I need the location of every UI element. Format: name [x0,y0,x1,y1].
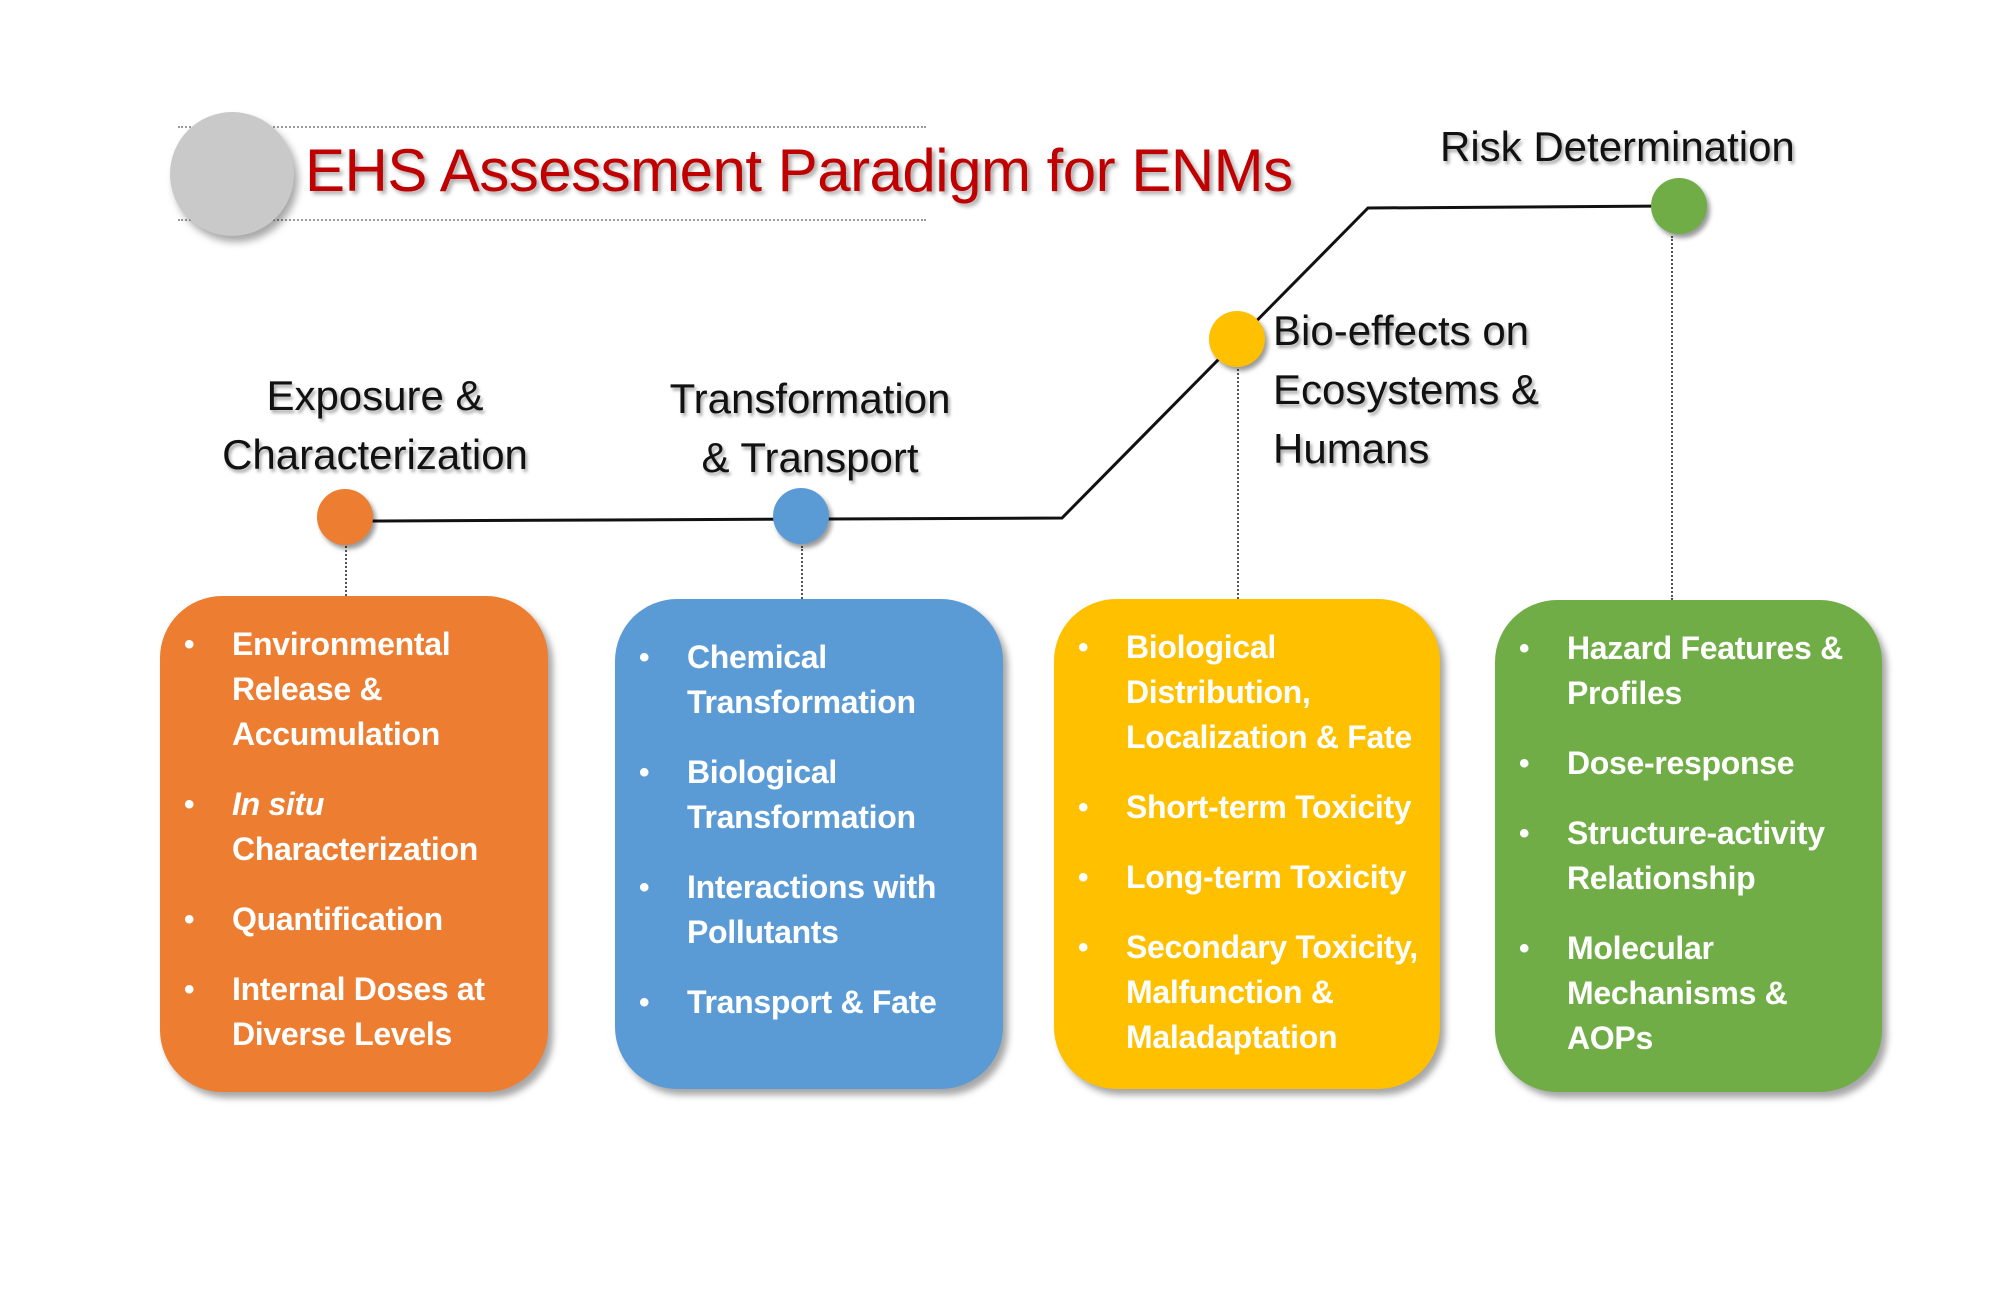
bullet-list: • Environmental Release & Accumulation • In… [160,622,532,1057]
item-text: Short-term Toxicity [1126,789,1412,825]
item-text: Biological Transformation [687,754,916,835]
stage-dot-exposure [317,489,373,545]
item-text: Quantification [232,901,443,937]
stage-label-risk: Risk Determination [1440,117,1795,176]
stage-label-transformation: Transformation & Transport [670,369,951,487]
bullet-icon: • [1078,791,1089,824]
item-text: Dose-response [1567,745,1795,781]
bullet-icon: • [184,628,195,661]
stage-label-exposure: Exposure & Characterization [222,366,528,484]
page-title: EHS Assessment Paradigm for ENMs [305,137,1293,204]
item-text: Characterization [232,831,478,867]
list-item: • Interactions with Pollutants [615,865,987,955]
item-text: Environmental Release & Accumulation [232,626,451,752]
bullet-icon: • [639,986,650,1019]
stage-label-line: & Transport [701,434,919,481]
stage-label-bioeffects: Bio-effects on Ecosystems & Humans [1273,301,1539,478]
list-item: • Biological Transformation [615,750,987,840]
bullet-icon: • [1078,631,1089,664]
item-text: Interactions with Pollutants [687,869,937,950]
stage-label-line: Humans [1273,425,1430,472]
stage-label-line: Exposure & [266,372,484,419]
list-item: • Chemical Transformation [615,635,987,725]
item-text: Hazard Features & Profiles [1567,630,1843,711]
title-rule-top [178,126,926,128]
stage-box-transformation: • Chemical Transformation • Biological Tran… [615,599,1003,1089]
bullet-icon: • [1519,747,1530,780]
item-text: Structure-activity Relationship [1567,815,1825,896]
list-item: • Biological Distribution, Localization &… [1054,625,1424,760]
item-text: Chemical Transformation [687,639,916,720]
stage-box-risk: • Hazard Features & Profiles • Dose-respons… [1495,600,1882,1092]
bullet-icon: • [1519,817,1530,850]
list-item: • Environmental Release & Accumulation [160,622,532,757]
step-line [371,204,1680,523]
stage-label-line: Ecosystems & [1273,366,1540,413]
bullet-list: • Hazard Features & Profiles • Dose-respons… [1495,626,1866,1061]
list-item: • Long-term Toxicity [1054,855,1424,900]
list-item: • Secondary Toxicity, Malfunction & Malad… [1054,925,1424,1060]
stage-dot-bioeffects [1209,311,1265,367]
item-italic-text: In situ [232,786,325,822]
stage-label-line: Risk Determination [1440,123,1795,170]
bullet-icon: • [1078,861,1089,894]
stage-label-line: Bio-effects on [1273,307,1530,354]
item-text: Internal Doses at Diverse Levels [232,971,485,1052]
leader-bioeffects [1237,369,1239,599]
item-text: Molecular Mechanisms & AOPs [1567,930,1788,1056]
stage-box-exposure: • Environmental Release & Accumulation • In… [160,596,548,1092]
bullet-icon: • [639,756,650,789]
item-text: Secondary Toxicity, Malfunction & Malada… [1126,929,1418,1055]
leader-transformation [801,546,803,599]
stage-dot-risk [1651,178,1707,234]
list-item: • Short-term Toxicity [1054,785,1424,830]
bullet-icon: • [639,641,650,674]
leader-exposure [345,546,347,596]
title-rule-bottom [178,219,926,221]
item-text: Long-term Toxicity [1126,859,1407,895]
list-item: • Structure-activity Relationship [1495,811,1866,901]
list-item: • Transport & Fate [615,980,987,1025]
list-item: • Dose-response [1495,741,1866,786]
stage-dot-transformation [773,488,829,544]
stage-box-bioeffects: • Biological Distribution, Localization &… [1054,599,1440,1089]
bullet-list: • Biological Distribution, Localization &… [1054,625,1424,1060]
stage-label-line: Characterization [222,431,528,478]
bullet-icon: • [1519,932,1530,965]
bullet-icon: • [639,871,650,904]
bullet-icon: • [184,788,195,821]
list-item: • Hazard Features & Profiles [1495,626,1866,716]
leader-risk [1671,236,1673,600]
bullet-icon: • [1519,632,1530,665]
bullet-icon: • [184,903,195,936]
stage-label-line: Transformation [669,375,951,422]
bullet-icon: • [184,973,195,1006]
title-badge-circle [170,112,294,236]
item-text: Transport & Fate [687,984,937,1020]
list-item: • Quantification [160,897,532,942]
bullet-icon: • [1078,931,1089,964]
list-item: • Molecular Mechanisms & AOPs [1495,926,1866,1061]
list-item: • Internal Doses at Diverse Levels [160,967,532,1057]
bullet-list: • Chemical Transformation • Biological Tran… [615,635,987,1025]
item-text: Biological Distribution, Localization & … [1126,629,1412,755]
